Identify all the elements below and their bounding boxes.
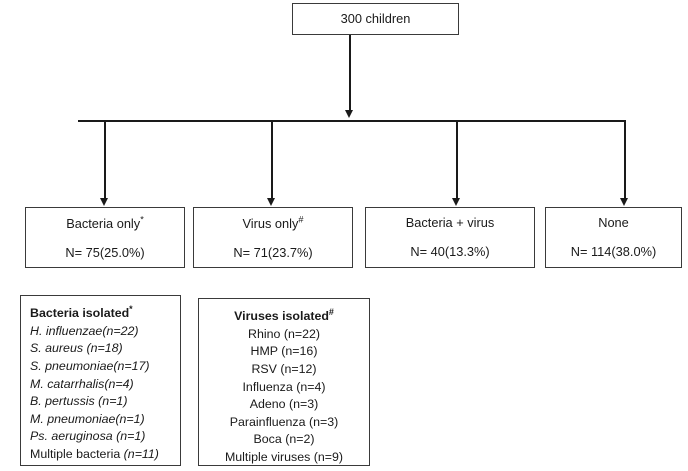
branch-line-0 bbox=[104, 120, 106, 200]
category-title-1: Virus only# bbox=[242, 214, 304, 231]
category-title-3: None bbox=[598, 215, 629, 231]
branch-line-2 bbox=[456, 120, 458, 200]
category-box-none: None N= 114(38.0%) bbox=[545, 207, 682, 268]
detail-item: Multiple bacteria (n=11) bbox=[30, 447, 159, 461]
branch-line-3 bbox=[624, 120, 626, 200]
branch-arrowhead-0 bbox=[100, 198, 109, 206]
detail-item: S. aureus (n=18) bbox=[30, 341, 123, 356]
branch-arrowhead-3 bbox=[620, 198, 629, 206]
detail-item: Influenza (n=4) bbox=[242, 379, 326, 394]
category-title-2: Bacteria + virus bbox=[405, 215, 495, 231]
detail-item: M. pneumoniae(n=1) bbox=[30, 411, 145, 426]
category-title-0: Bacteria only* bbox=[66, 214, 144, 231]
branch-horizontal-bar bbox=[78, 120, 625, 122]
category-box-bacteria-plus-virus: Bacteria + virus N= 40(13.3%) bbox=[365, 207, 535, 268]
root-stem-arrowhead bbox=[345, 110, 354, 118]
category-count-0: N= 75(25.0%) bbox=[65, 244, 145, 260]
category-box-virus-only: Virus only# N= 71(23.7%) bbox=[193, 207, 353, 268]
detail-item: S. pneumoniae(n=17) bbox=[30, 358, 150, 373]
detail-item: Parainfluenza (n=3) bbox=[229, 414, 339, 429]
category-box-bacteria-only: Bacteria only* N= 75(25.0%) bbox=[25, 207, 185, 268]
branch-arrowhead-1 bbox=[267, 198, 276, 206]
category-count-3: N= 114(38.0%) bbox=[570, 244, 657, 259]
detail-item: HMP (n=16) bbox=[250, 344, 318, 359]
root-node-box: 300 children bbox=[292, 3, 459, 35]
detail-item: Boca (n=2) bbox=[253, 432, 315, 447]
detail-heading-0: Bacteria isolated* bbox=[30, 304, 133, 321]
category-count-2: N= 40(13.3%) bbox=[410, 244, 490, 259]
detail-box-bacteria-isolated: Bacteria isolated* H. influenzae(n=22) S… bbox=[20, 295, 181, 466]
root-node-label: 300 children bbox=[340, 11, 411, 26]
detail-item: B. pertussis (n=1) bbox=[30, 394, 128, 409]
root-stem-line bbox=[349, 35, 351, 112]
detail-box-viruses-isolated: Viruses isolated# Rhino (n=22) HMP (n=16… bbox=[198, 298, 370, 466]
detail-item: H. influenzae(n=22) bbox=[30, 323, 139, 338]
detail-item: Multiple viruses (n=9) bbox=[224, 450, 344, 464]
detail-item: RSV (n=12) bbox=[251, 361, 317, 376]
branch-arrowhead-2 bbox=[452, 198, 461, 206]
detail-item: Adeno (n=3) bbox=[249, 397, 319, 412]
category-count-1: N= 71(23.7%) bbox=[233, 244, 313, 260]
detail-item: Ps. aeruginosa (n=1) bbox=[30, 429, 146, 444]
detail-heading-1: Viruses isolated# bbox=[234, 307, 334, 324]
branch-line-1 bbox=[271, 120, 273, 200]
detail-item: Rhino (n=22) bbox=[248, 326, 320, 341]
detail-item: M. catarrhalis(n=4) bbox=[30, 376, 134, 391]
